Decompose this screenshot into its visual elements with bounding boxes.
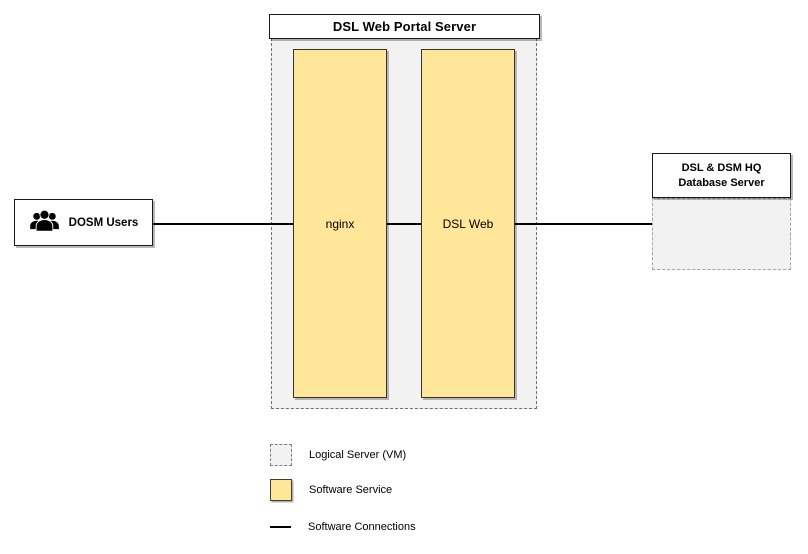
database-server-vm-container [652,198,791,270]
legend-item-logical-server: Logical Server (VM) [270,443,406,466]
legend-label-logical-server: Logical Server (VM) [309,448,407,461]
node-nginx: nginx [293,49,387,398]
portal-server-title: DSL Web Portal Server [332,19,477,34]
node-dsl-web: DSL Web [421,49,515,398]
node-dosm-users: DOSM Users [14,199,153,246]
legend-item-software-connections: Software Connections [270,520,416,534]
software-service-swatch [270,478,292,501]
portal-server-title-box: DSL Web Portal Server [269,14,540,39]
users-group-icon [29,207,60,238]
dsl-web-label: DSL Web [442,216,494,231]
dosm-users-label: DOSM Users [68,216,139,229]
connection-nginx-to-dslweb [386,223,422,226]
connection-dslweb-to-database [514,223,652,226]
legend-label-software-connections: Software Connections [308,521,416,533]
database-server-title-box: DSL & DSM HQ Database Server [652,153,791,198]
logical-server-swatch [270,443,292,466]
connection-users-to-nginx [152,223,293,226]
legend-label-software-service: Software Service [309,483,393,496]
connection-line-swatch [270,526,291,528]
database-server-title: DSL & DSM HQ Database Server [678,161,765,189]
legend-item-software-service: Software Service [270,478,392,501]
nginx-label: nginx [325,216,355,231]
